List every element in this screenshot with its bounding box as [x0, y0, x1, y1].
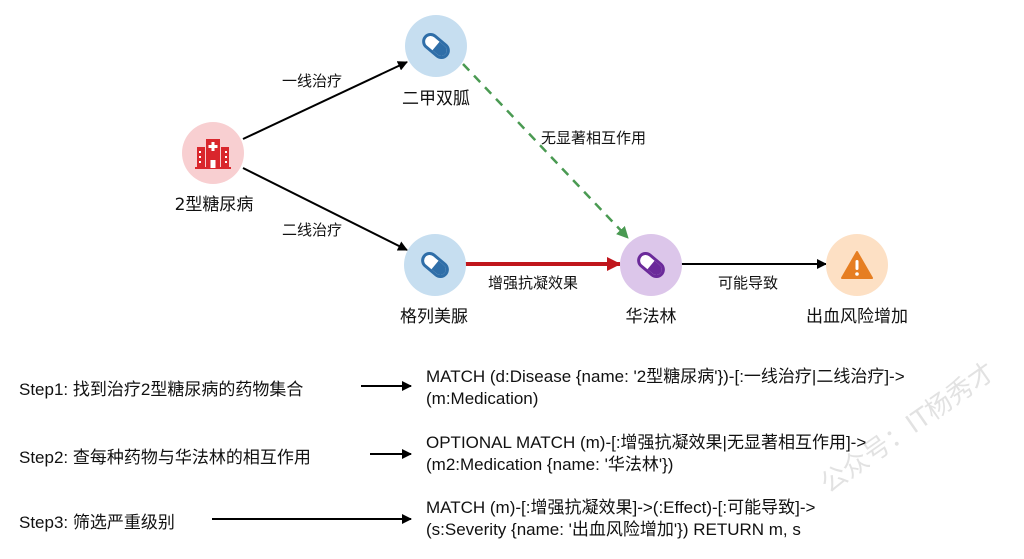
step2-query-line2: (m2:Medication {name: '华法林'}) [426, 455, 674, 474]
edge-second-line [242, 167, 408, 251]
node-metformin [405, 15, 467, 77]
edge-label-no-interaction: 无显著相互作用 [541, 129, 647, 147]
step2-query-line1: OPTIONAL MATCH (m)-[:增强抗凝效果|无显著相互作用]-> [426, 433, 867, 452]
step1-query-line2: (m:Medication) [426, 389, 539, 408]
pill-icon [422, 33, 450, 59]
node-disease-label: 2型糖尿病 [174, 195, 254, 215]
edge-label-enhance: 增强抗凝效果 [488, 274, 579, 292]
step1-query-line1: MATCH (d:Disease {name: '2型糖尿病'})-[:一线治疗… [426, 367, 905, 386]
node-disease [182, 122, 244, 184]
node-glimepiride-label: 格列美脲 [400, 307, 468, 327]
edge-label-may-cause: 可能导致 [718, 274, 779, 292]
hospital-icon [195, 139, 231, 169]
node-glimepiride [404, 234, 466, 296]
warning-icon [841, 251, 873, 279]
step2-label: Step2: 查每种药物与华法林的相互作用 [19, 448, 311, 467]
edge-no-interaction [462, 63, 629, 239]
pill-icon [637, 252, 665, 278]
node-bleeding [826, 234, 888, 296]
step2-query: OPTIONAL MATCH (m)-[:增强抗凝效果|无显著相互作用]-> (… [426, 432, 866, 476]
edge-label-second-line: 二线治疗 [282, 221, 343, 239]
step1-query: MATCH (d:Disease {name: '2型糖尿病'})-[:一线治疗… [426, 366, 905, 410]
edge-label-first-line: 一线治疗 [282, 72, 343, 90]
step3-query-line1: MATCH (m)-[:增强抗凝效果]->(:Effect)-[:可能导致]-> [426, 498, 816, 517]
step3-label: Step3: 筛选严重级别 [19, 513, 175, 532]
step3-query-line2: (s:Severity {name: '出血风险增加'}) RETURN m, … [426, 520, 801, 539]
edge-first-line [242, 61, 408, 140]
step3-query: MATCH (m)-[:增强抗凝效果]->(:Effect)-[:可能导致]->… [426, 497, 815, 541]
node-warfarin-label: 华法林 [625, 307, 677, 327]
node-warfarin [620, 234, 682, 296]
node-bleeding-label: 出血风险增加 [806, 307, 908, 327]
step1-label: Step1: 找到治疗2型糖尿病的药物集合 [19, 380, 304, 399]
pill-icon [421, 252, 449, 278]
node-metformin-label: 二甲双胍 [402, 89, 470, 109]
